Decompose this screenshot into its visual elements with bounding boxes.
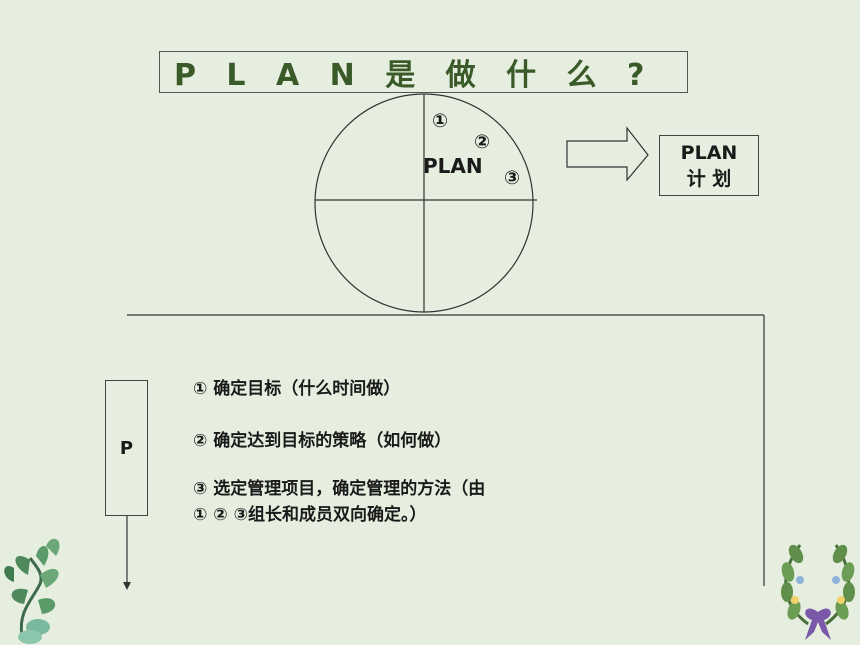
step-marker-1: ① [432,110,449,132]
step-marker-2: ② [474,131,491,153]
step-2-text: ② 确定达到目标的策略（如何做） [193,431,452,451]
plan-box-line1: PLAN [680,141,738,164]
plant-decoration-icon [4,538,60,644]
step-1-text: ① 确定目标（什么时间做） [193,379,401,399]
wreath-decoration-icon [781,544,855,640]
right-arrow-icon [566,126,649,182]
p-box: P [105,380,148,516]
plan-box: PLAN 计 划 [659,135,759,196]
step-3-text-line2: ① ② ③组长和成员双向确定。） [193,505,427,525]
step-marker-3: ③ [504,167,521,189]
page-title: P L A N 是 做 什 么 ? [159,51,688,93]
plan-box-line2: 计 划 [686,167,732,190]
circle-plan-label: PLAN [423,154,483,178]
step-3-text-line1: ③ 选定管理项目，确定管理的方法（由 [193,479,486,499]
down-arrow-icon [123,582,131,590]
